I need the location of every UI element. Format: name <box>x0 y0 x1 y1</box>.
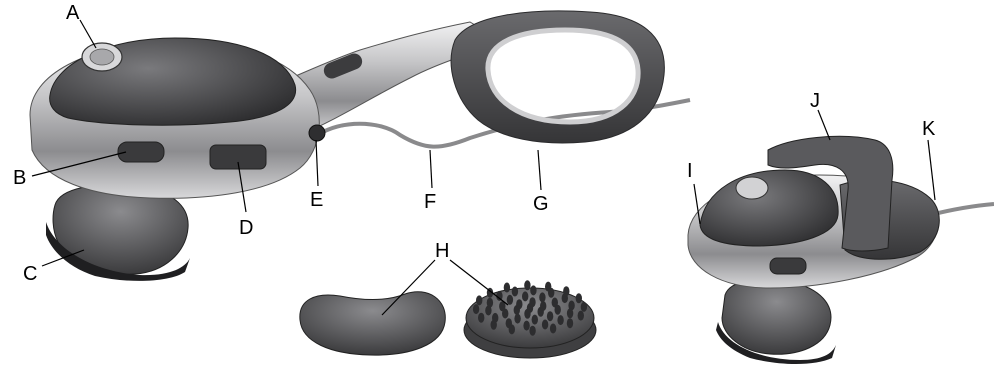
nub <box>491 320 497 330</box>
nub <box>507 295 513 305</box>
label-d: D <box>239 217 253 239</box>
label-b: B <box>13 167 26 189</box>
main-massager <box>30 11 690 281</box>
label-c: C <box>23 263 37 285</box>
nub <box>509 324 515 334</box>
nub <box>522 291 528 301</box>
label-k: K <box>922 118 936 140</box>
nub <box>540 301 546 311</box>
nub <box>523 321 529 331</box>
attachment-nubbed <box>464 280 596 358</box>
nub <box>545 282 551 292</box>
nub <box>529 326 535 336</box>
nub <box>567 318 573 328</box>
side-dial <box>736 177 768 199</box>
side-massager <box>688 136 994 364</box>
label-j: J <box>810 90 820 112</box>
nub <box>567 308 573 318</box>
nub <box>555 305 561 315</box>
nub <box>478 313 484 323</box>
side-dome <box>700 170 838 246</box>
nub <box>487 298 493 308</box>
nub <box>557 315 563 325</box>
nub <box>581 302 587 312</box>
nub <box>516 299 522 309</box>
control-dial <box>82 43 122 71</box>
label-g: G <box>533 193 549 215</box>
label-i: I <box>687 160 693 182</box>
nub <box>547 311 553 321</box>
nub <box>578 311 584 321</box>
nub <box>576 293 582 303</box>
label-f: F <box>424 191 436 213</box>
nub <box>539 292 545 302</box>
nub <box>529 297 535 307</box>
nub <box>512 287 518 297</box>
side-cord <box>930 204 994 215</box>
label-a: A <box>66 2 80 24</box>
nub <box>524 280 530 290</box>
nub <box>542 320 548 330</box>
nub <box>532 315 538 325</box>
nub <box>476 295 482 305</box>
knob-e <box>309 125 325 141</box>
nub <box>504 283 510 293</box>
label-h: H <box>435 240 449 262</box>
handle-inner-rim <box>488 30 638 122</box>
nub <box>524 309 530 319</box>
nub <box>530 285 536 295</box>
label-e: E <box>310 189 323 211</box>
nub <box>514 314 520 324</box>
nub <box>473 304 479 314</box>
nub <box>550 324 556 334</box>
side-massage-head <box>722 279 831 354</box>
attachment-smooth <box>300 292 445 355</box>
nub <box>563 286 569 296</box>
side-switch <box>770 258 806 274</box>
